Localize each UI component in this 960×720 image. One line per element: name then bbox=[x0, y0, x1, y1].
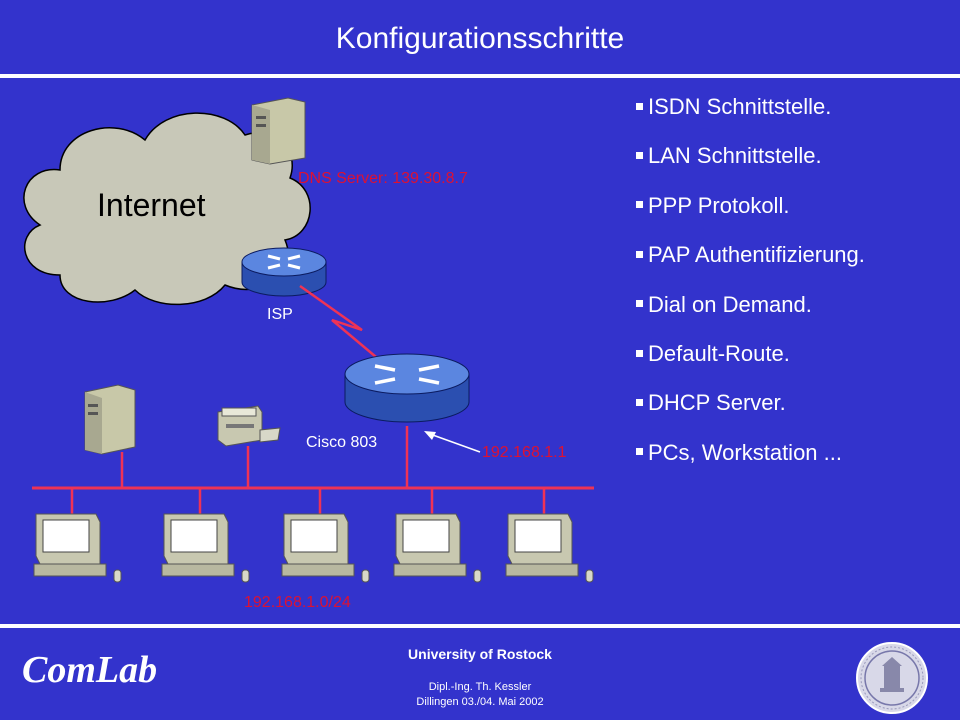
cisco-label: Cisco 803 bbox=[306, 434, 378, 451]
router-ip-label: 192.168.1.1 bbox=[482, 444, 567, 461]
bullet-item: DHCP Server. bbox=[636, 388, 865, 437]
comlab-logo: ComLab bbox=[22, 649, 158, 691]
internet-label: Internet bbox=[97, 187, 206, 223]
network-label: 192.168.1.0/24 bbox=[244, 594, 351, 611]
bullet-item: Dial on Demand. bbox=[636, 290, 865, 339]
top-divider bbox=[0, 74, 960, 78]
bullet-item: ISDN Schnittstelle. bbox=[636, 92, 865, 141]
dns-server-label: DNS Server: 139.30.8.7 bbox=[298, 170, 468, 187]
isp-router-icon bbox=[241, 247, 327, 297]
university-seal-icon bbox=[856, 642, 928, 714]
bullet-item: PCs, Workstation ... bbox=[636, 438, 865, 487]
isp-label: ISP bbox=[267, 306, 293, 323]
network-diagram bbox=[23, 97, 594, 583]
workstation-icon bbox=[161, 513, 250, 583]
bullet-item: PAP Authentifizierung. bbox=[636, 240, 865, 289]
workstation-icon bbox=[281, 513, 370, 583]
cisco-router-icon bbox=[344, 353, 470, 423]
bullet-list: ISDN Schnittstelle. LAN Schnittstelle. P… bbox=[636, 92, 865, 487]
event-text: Dillingen 03./04. Mai 2002 bbox=[416, 696, 544, 708]
workstation-icon bbox=[393, 513, 482, 583]
workstation-icon bbox=[33, 513, 122, 583]
bullet-item: Default-Route. bbox=[636, 339, 865, 388]
bottom-divider bbox=[0, 624, 960, 628]
ip-pointer-line bbox=[429, 433, 481, 453]
workstation-icon bbox=[505, 513, 594, 583]
lan-drops bbox=[70, 426, 546, 514]
lan-server-icon bbox=[84, 384, 136, 455]
printer-icon bbox=[217, 405, 281, 447]
isdn-link-line bbox=[299, 284, 383, 363]
university-name: University of Rostock bbox=[408, 646, 552, 662]
author-text: Dipl.-Ing. Th. Kessler bbox=[428, 681, 532, 693]
dns-server-icon bbox=[251, 97, 306, 165]
slide-title: Konfigurationsschritte bbox=[335, 22, 625, 55]
ip-pointer-arrow-icon bbox=[424, 431, 436, 440]
bullet-item: LAN Schnittstelle. bbox=[636, 141, 865, 190]
bullet-item: PPP Protokoll. bbox=[636, 191, 865, 240]
